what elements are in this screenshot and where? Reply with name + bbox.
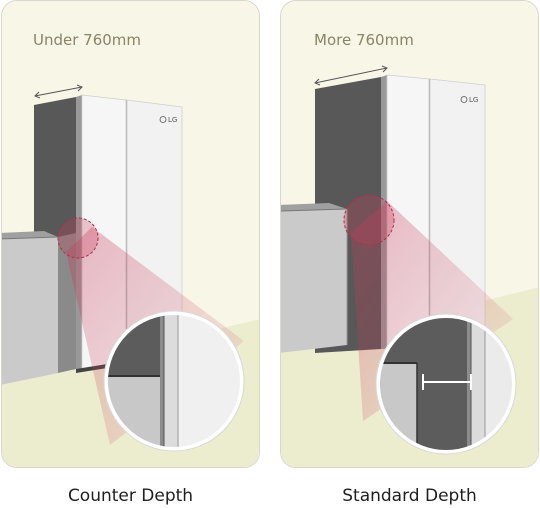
standard-depth-panel: LG <box>280 0 539 468</box>
depth-gap-indicator <box>422 374 472 390</box>
highlight-circle <box>57 217 99 259</box>
counter-depth-caption: Counter Depth <box>67 486 194 506</box>
standard-depth-illustration: LG <box>281 1 538 467</box>
highlight-circle <box>343 194 395 246</box>
depth-label: Under 760mm <box>33 31 142 49</box>
standard-depth-caption: Standard Depth <box>342 486 477 506</box>
counter-depth-panel: LG <box>1 0 260 468</box>
magnifier-detail <box>103 310 245 452</box>
width-arrow <box>314 65 388 86</box>
depth-label: More 760mm <box>314 31 414 49</box>
lg-logo-mark <box>159 116 167 123</box>
lg-logo-mark <box>460 96 468 103</box>
kitchen-cabinet <box>2 231 76 385</box>
width-arrow <box>34 84 83 99</box>
lg-logo: LG <box>168 116 177 124</box>
counter-depth-illustration: LG <box>2 1 259 467</box>
kitchen-cabinet <box>281 203 348 353</box>
lg-logo: LG <box>469 96 478 104</box>
